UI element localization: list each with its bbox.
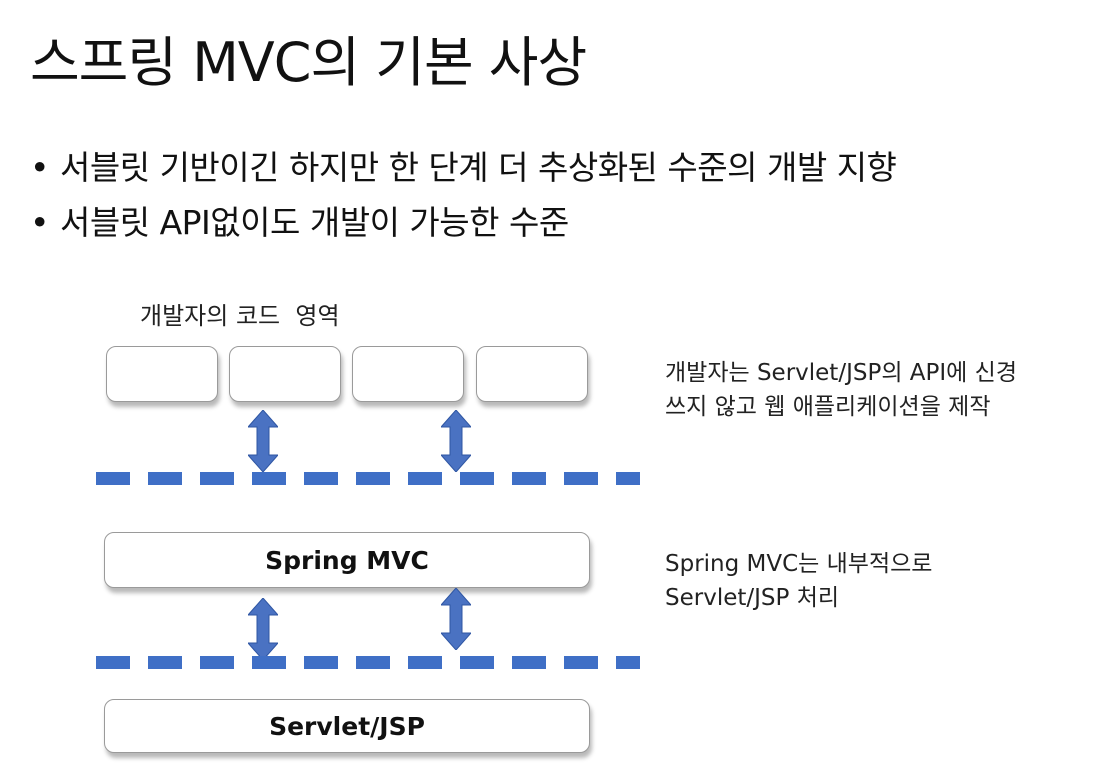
servlet-jsp-box: Servlet/JSP — [104, 699, 590, 753]
spring-mvc-note-line: Spring MVC는 내부적으로 — [665, 551, 933, 577]
developer-code-box — [106, 346, 218, 402]
developer-note-line: 개발자는 Servlet/JSP의 API에 신경 — [665, 360, 1017, 386]
double-arrow-icon — [441, 410, 471, 472]
bullet-item: 서블릿 API없이도 개발이 가능한 수준 — [30, 195, 896, 250]
bullet-item: 서블릿 기반이긴 하지만 한 단계 더 추상화된 수준의 개발 지향 — [30, 140, 897, 195]
developer-note-line: 쓰지 않고 웹 애플리케이션을 제작 — [665, 394, 991, 420]
developer-code-box — [352, 346, 464, 402]
developer-note: 개발자는 Servlet/JSP의 API에 신경 쓰지 않고 웹 애플리케이션… — [665, 356, 1017, 424]
spring-mvc-note: Spring MVC는 내부적으로 Servlet/JSP 처리 — [665, 547, 932, 615]
spring-mvc-label: Spring MVC — [265, 545, 429, 575]
spring-mvc-note-line: Servlet/JSP 처리 — [665, 585, 840, 611]
spring-mvc-box: Spring MVC — [104, 532, 590, 588]
double-arrow-icon — [248, 410, 278, 472]
developer-code-box — [476, 346, 588, 402]
slide-title: 스프링 MVC의 기본 사상 — [30, 31, 587, 94]
double-arrow-icon — [248, 598, 278, 660]
double-arrow-icon — [441, 588, 471, 650]
developer-code-box — [229, 346, 341, 402]
servlet-jsp-label: Servlet/JSP — [269, 711, 425, 741]
boundary-dashed-line — [96, 472, 640, 485]
bullet-list: 서블릿 기반이긴 하지만 한 단계 더 추상화된 수준의 개발 지향 서블릿 A… — [30, 140, 897, 250]
boundary-dashed-line — [96, 656, 640, 669]
developer-code-area-label: 개발자의 코드 영역 — [140, 302, 340, 330]
